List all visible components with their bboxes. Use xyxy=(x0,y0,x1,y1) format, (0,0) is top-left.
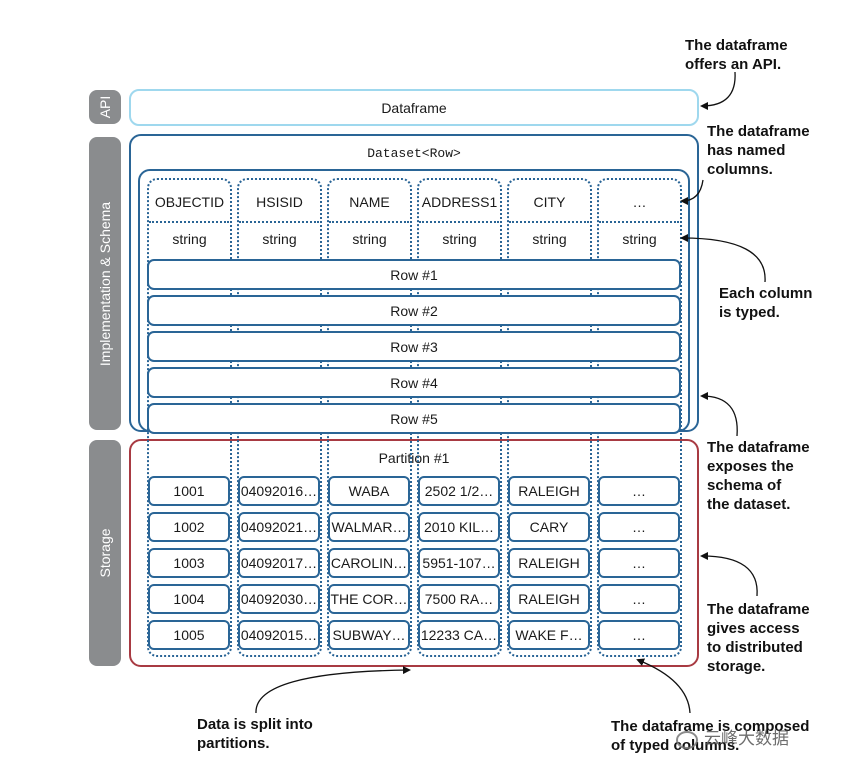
arrow-storage xyxy=(700,552,758,597)
note-schema: The dataframe exposes the schema of the … xyxy=(707,439,810,513)
column-type: string xyxy=(240,226,319,252)
column-divider xyxy=(239,221,319,223)
partition-cell: 1002 xyxy=(148,512,230,542)
note-named-columns: The dataframe has named columns. xyxy=(707,123,810,178)
partition-cell: 04092016… xyxy=(238,476,320,506)
api-layer-tab: API xyxy=(89,90,121,124)
partition-cell: CARY xyxy=(508,512,590,542)
partition-cell: WAKE F… xyxy=(508,620,590,650)
column-divider xyxy=(419,221,499,223)
column-type: string xyxy=(600,226,679,252)
column-divider xyxy=(149,221,229,223)
partition-cell: … xyxy=(598,584,680,614)
column-divider xyxy=(329,221,409,223)
note-api: The dataframe offers an API. xyxy=(685,37,788,73)
partition-cell: 2010 KIL… xyxy=(418,512,500,542)
column-name: OBJECTID xyxy=(150,188,229,216)
arrow-named-columns xyxy=(680,179,704,205)
partition-cell: … xyxy=(598,620,680,650)
partition-cell: 1001 xyxy=(148,476,230,506)
implementation-layer-tab: Implementation & Schema xyxy=(89,137,121,430)
row-label: Row #4 xyxy=(390,374,438,391)
partition-cell: WALMAR… xyxy=(328,512,410,542)
arrow-partitions xyxy=(255,666,411,714)
row-label: Row #1 xyxy=(390,266,438,283)
partition-cell: … xyxy=(598,548,680,578)
column-divider xyxy=(509,221,589,223)
column-type: string xyxy=(330,226,409,252)
row-box: Row #4 xyxy=(147,367,681,398)
partition-cell: 1004 xyxy=(148,584,230,614)
partition-cell: SUBWAY… xyxy=(328,620,410,650)
row-label: Row #3 xyxy=(390,338,438,355)
storage-box xyxy=(129,439,699,667)
partition-cell: 04092017… xyxy=(238,548,320,578)
dataset-label: Dataset<Row> xyxy=(367,146,461,161)
row-label: Row #2 xyxy=(390,302,438,319)
column-type: string xyxy=(420,226,499,252)
column-name: HSISID xyxy=(240,188,319,216)
partition-cell: 7500 RA… xyxy=(418,584,500,614)
arrow-composed xyxy=(636,658,691,714)
partition-cell: RALEIGH xyxy=(508,548,590,578)
row-label: Row #5 xyxy=(390,410,438,427)
row-box: Row #1 xyxy=(147,259,681,290)
column-name: NAME xyxy=(330,188,409,216)
wechat-icon xyxy=(676,730,698,749)
column-name: CITY xyxy=(510,188,589,216)
partition-cell: 1003 xyxy=(148,548,230,578)
partition-cell: 2502 1/2… xyxy=(418,476,500,506)
note-partitions: Data is split into partitions. xyxy=(197,716,313,752)
note-composed: The dataframe is composed of typed colum… xyxy=(611,718,810,754)
partition-cell: 5951-107… xyxy=(418,548,500,578)
partition-cell: WABA xyxy=(328,476,410,506)
column-divider xyxy=(599,221,679,223)
partition-cell: 04092021… xyxy=(238,512,320,542)
column-name: ADDRESS1 xyxy=(420,188,499,216)
watermark: 云峰大数据 xyxy=(676,724,789,749)
partition-cell: 04092015… xyxy=(238,620,320,650)
dataframe-box: Dataframe xyxy=(129,89,699,126)
partition-cell: THE COR… xyxy=(328,584,410,614)
arrow-schema xyxy=(700,392,738,437)
partition-cell: RALEIGH xyxy=(508,476,590,506)
partition-cell: … xyxy=(598,476,680,506)
arrow-api xyxy=(700,71,736,110)
row-box: Row #2 xyxy=(147,295,681,326)
note-storage: The dataframe gives access to distribute… xyxy=(707,601,810,675)
partition-cell: RALEIGH xyxy=(508,584,590,614)
note-typed: Each column is typed. xyxy=(719,285,813,321)
partition-label: Partition #1 xyxy=(378,450,450,466)
partition-cell: 1005 xyxy=(148,620,230,650)
dataframe-label: Dataframe xyxy=(381,99,447,116)
storage-layer-tab: Storage xyxy=(89,440,121,666)
partition-cell: 04092030… xyxy=(238,584,320,614)
arrow-typed xyxy=(680,234,766,283)
partition-cell: CAROLIN… xyxy=(328,548,410,578)
column-name: … xyxy=(600,188,679,216)
partition-cell: … xyxy=(598,512,680,542)
row-box: Row #3 xyxy=(147,331,681,362)
column-type: string xyxy=(510,226,589,252)
row-box: Row #5 xyxy=(147,403,681,434)
column-type: string xyxy=(150,226,229,252)
partition-cell: 12233 CA… xyxy=(418,620,500,650)
